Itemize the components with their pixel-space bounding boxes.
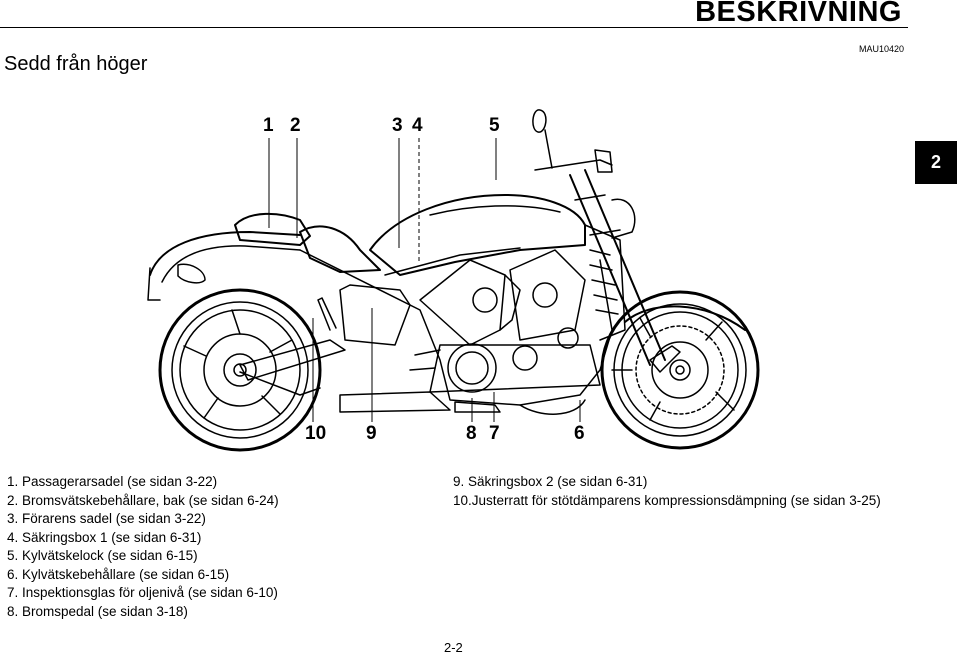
legend-item: 1. Passagerarsadel (se sidan 3-22) [7, 474, 218, 489]
legend-list-left: 1. Passagerarsadel (se sidan 3-22) 2. Br… [7, 473, 279, 621]
motorcycle-illustration [147, 109, 760, 452]
page-header-title: BESKRIVNING [695, 0, 902, 28]
document-code: MAU10420 [858, 44, 904, 54]
callout-8: 8 [466, 423, 477, 444]
callout-1: 1 [263, 115, 274, 136]
legend-list-right: 9. Säkringsbox 2 (se sidan 6-31) 10.Just… [453, 473, 881, 510]
callout-9: 9 [366, 423, 377, 444]
page-number: 2-2 [444, 640, 463, 655]
rear-wheel [158, 288, 322, 452]
legend-item: 5. Kylvätskelock (se sidan 6-15) [7, 548, 198, 563]
legend-item: 6. Kylvätskebehållare (se sidan 6-15) [7, 566, 230, 582]
callout-3: 3 [392, 115, 403, 136]
legend-item: 10.Justerratt för stötdämparens kompress… [453, 492, 881, 508]
callout-10: 10 [305, 423, 327, 444]
front-wheel [600, 290, 760, 450]
engine [409, 249, 601, 393]
callout-7: 7 [489, 423, 500, 444]
callout-4: 4 [412, 115, 423, 136]
legend-item: 2. Bromsvätskebehållare, bak (se sidan 6… [7, 492, 279, 508]
section-title: Sedd från höger [4, 53, 148, 75]
header-rule [0, 27, 908, 28]
legend-item: 9. Säkringsbox 2 (se sidan 6-31) [453, 474, 648, 489]
legend-item: 4. Säkringsbox 1 (se sidan 6-31) [7, 529, 202, 545]
legend-item: 8. Bromspedal (se sidan 3-18) [7, 603, 188, 619]
chapter-tab: 2 [915, 141, 957, 184]
callout-2: 2 [290, 115, 301, 136]
legend-item: 3. Förarens sadel (se sidan 3-22) [7, 511, 206, 526]
callout-6: 6 [574, 423, 585, 444]
legend-item: 7. Inspektionsglas för oljenivå (se sida… [7, 585, 278, 600]
callout-5: 5 [489, 115, 500, 136]
